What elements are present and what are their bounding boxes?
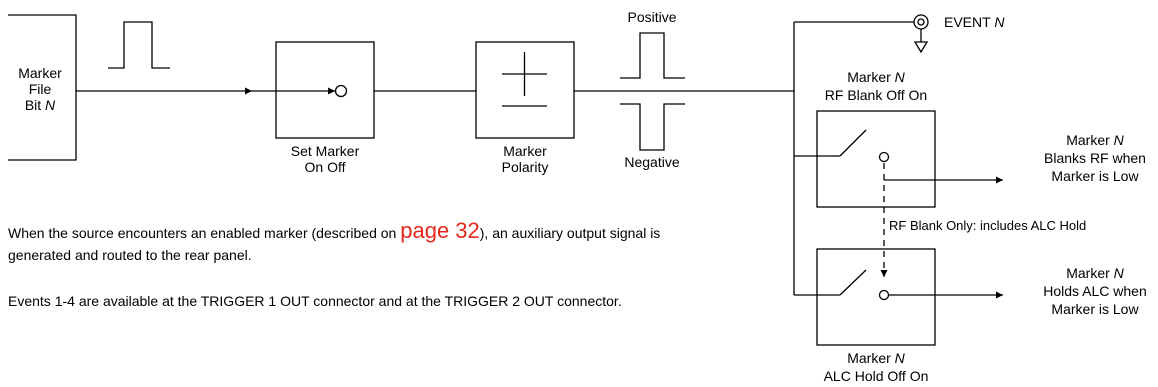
alc-hold-label-2: ALC Hold Off On (824, 368, 929, 384)
pulse-waveform (108, 21, 170, 69)
set-marker-box: Set Marker On Off (252, 41, 375, 175)
rf-blank-label-2: RF Blank Off On (825, 87, 927, 103)
holds-alc-label-3: Marker is Low (1051, 301, 1139, 317)
negative-pulse (620, 103, 685, 151)
holds-alc-label-2: Holds ALC when (1043, 283, 1147, 299)
positive-label: Positive (627, 9, 676, 25)
page-32-link[interactable]: page 32 (400, 218, 480, 243)
para1-text-a: When the source encounters an enabled ma… (8, 225, 401, 241)
rf-blank-label-1: Marker N (847, 69, 905, 85)
para1-text-b: ), an auxiliary output signal is generat… (8, 225, 661, 263)
blanks-rf-label-3: Marker is Low (1051, 168, 1139, 184)
event-label: EVENT N (944, 14, 1005, 30)
rf-blank-switch-icon (839, 129, 867, 157)
marker-file-label-1: Marker (18, 65, 62, 81)
switch-contact-icon (334, 84, 348, 98)
event-connector-icon (913, 14, 929, 54)
rf-blank-only-label: RF Blank Only: includes ALC Hold (889, 218, 1086, 233)
blanks-rf-label-2: Blanks RF when (1044, 150, 1146, 166)
positive-pulse (620, 32, 685, 79)
rf-blank-box (794, 110, 1003, 208)
alc-hold-label-1: Marker N (847, 350, 905, 366)
events-paragraph: Events 1-4 are available at the TRIGGER … (8, 293, 622, 309)
set-marker-label-1: Set Marker (291, 143, 360, 159)
marker-polarity-box: Marker Polarity (475, 41, 575, 175)
set-marker-label-2: On Off (305, 159, 346, 175)
description-paragraph: When the source encounters an enabled ma… (8, 220, 708, 266)
marker-file-label-3: Bit N (25, 97, 56, 113)
negative-label: Negative (624, 154, 679, 170)
alc-hold-switch-icon (839, 269, 867, 296)
blanks-rf-label-1: Marker N (1066, 132, 1124, 148)
polarity-label-1: Marker (503, 143, 547, 159)
marker-file-bracket: Marker File Bit N (8, 14, 77, 161)
holds-alc-label-1: Marker N (1066, 265, 1124, 281)
polarity-label-2: Polarity (502, 159, 549, 175)
marker-file-label-2: File (29, 81, 52, 97)
alc-hold-box (794, 248, 1003, 346)
